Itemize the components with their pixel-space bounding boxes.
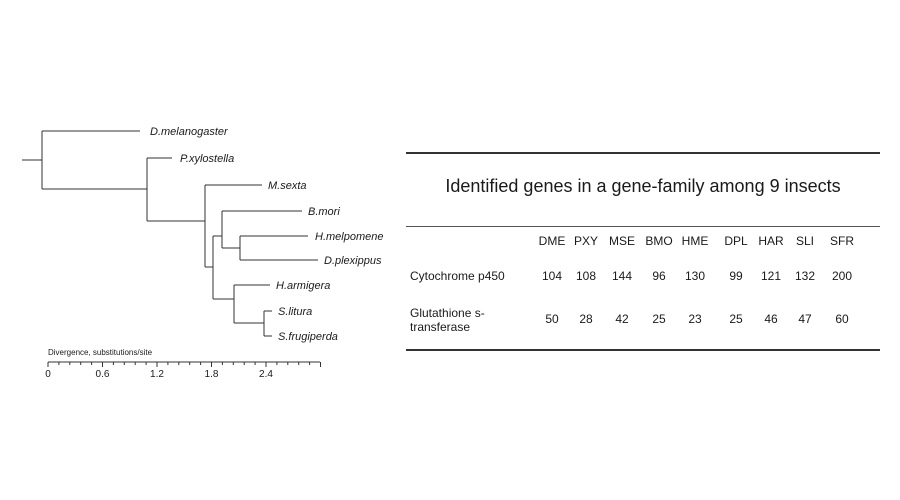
phylogenetic-tree: D.melanogaster P.xylostella M.sexta B.mo… bbox=[22, 126, 383, 380]
table-title: Identified genes in a gene-family among … bbox=[445, 176, 841, 196]
table-cell: 50 bbox=[545, 312, 559, 326]
row-label: Glutathione s-transferase bbox=[410, 306, 485, 334]
table-cell: 132 bbox=[794, 269, 816, 283]
scale-tick-label: 0.6 bbox=[96, 369, 110, 380]
table-cell: 47 bbox=[798, 312, 812, 326]
scale-tick-label: 0 bbox=[45, 369, 51, 380]
table-top-rule bbox=[406, 152, 880, 154]
table-cell: 99 bbox=[729, 269, 743, 283]
table-cell: 130 bbox=[684, 269, 706, 283]
taxon-label-har: H.armigera bbox=[276, 280, 330, 292]
table-cell: 121 bbox=[760, 269, 782, 283]
gene-count-table: Identified genes in a gene-family among … bbox=[406, 152, 880, 352]
taxon-label-hme: H.melpomene bbox=[315, 231, 383, 243]
taxon-label-bmo: B.mori bbox=[308, 206, 340, 218]
table-cell: 23 bbox=[688, 312, 702, 326]
column-header: DPL bbox=[724, 234, 748, 248]
column-header: DME bbox=[538, 234, 566, 248]
table-cell: 144 bbox=[611, 269, 633, 283]
table-cell: 60 bbox=[835, 312, 849, 326]
scale-title: Divergence, substitutions/site bbox=[48, 348, 153, 357]
table-cell: 200 bbox=[831, 269, 853, 283]
taxon-label-dme: D.melanogaster bbox=[150, 126, 229, 138]
row-label: Cytochrome p450 bbox=[410, 269, 505, 283]
table-cell: 104 bbox=[541, 269, 563, 283]
table-cell: 25 bbox=[652, 312, 666, 326]
taxon-label-pxy: P.xylostella bbox=[180, 153, 234, 165]
column-header: SLI bbox=[795, 234, 814, 248]
scale-labels: 0 0.6 1.2 1.8 2.4 bbox=[45, 369, 273, 380]
table-cell: 42 bbox=[615, 312, 629, 326]
column-header: HME bbox=[681, 234, 709, 248]
table-cell: 96 bbox=[652, 269, 666, 283]
taxon-label-sfr: S.frugiperda bbox=[278, 331, 338, 343]
table-cell: 28 bbox=[579, 312, 593, 326]
taxon-label-dpl: D.plexippus bbox=[324, 255, 382, 267]
column-header: PXY bbox=[573, 234, 598, 248]
table-cell: 108 bbox=[575, 269, 597, 283]
taxon-label-sli: S.litura bbox=[278, 306, 312, 318]
table-cell: 46 bbox=[764, 312, 778, 326]
taxon-label-mse: M.sexta bbox=[268, 180, 307, 192]
table-bottom-rule bbox=[406, 349, 880, 351]
scale-tick-label: 2.4 bbox=[259, 369, 273, 380]
column-header: MSE bbox=[608, 234, 635, 248]
scale-tick-label: 1.8 bbox=[205, 369, 219, 380]
column-header: HAR bbox=[758, 234, 784, 248]
column-header: SFR bbox=[830, 234, 854, 248]
table-header-rule bbox=[406, 226, 880, 227]
column-header: BMO bbox=[645, 234, 673, 248]
scale-bar bbox=[47, 361, 321, 367]
scale-tick-label: 1.2 bbox=[150, 369, 164, 380]
table-cell: 25 bbox=[729, 312, 743, 326]
